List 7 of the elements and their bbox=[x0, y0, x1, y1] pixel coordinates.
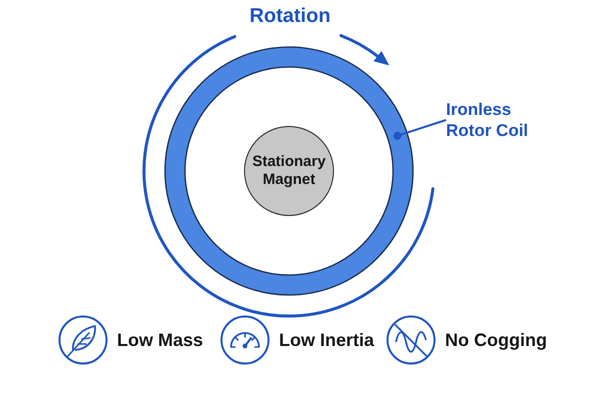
rotation-label: Rotation bbox=[249, 4, 331, 28]
feature-label: Low Mass bbox=[117, 329, 204, 351]
feature-label: Low Inertia bbox=[279, 329, 374, 351]
feature-label: No Cogging bbox=[445, 329, 547, 351]
magnet-label: Stationary Magnet bbox=[251, 153, 327, 189]
part-label: Ironless Rotor Coil bbox=[446, 99, 534, 141]
leader-line bbox=[393, 119, 446, 140]
